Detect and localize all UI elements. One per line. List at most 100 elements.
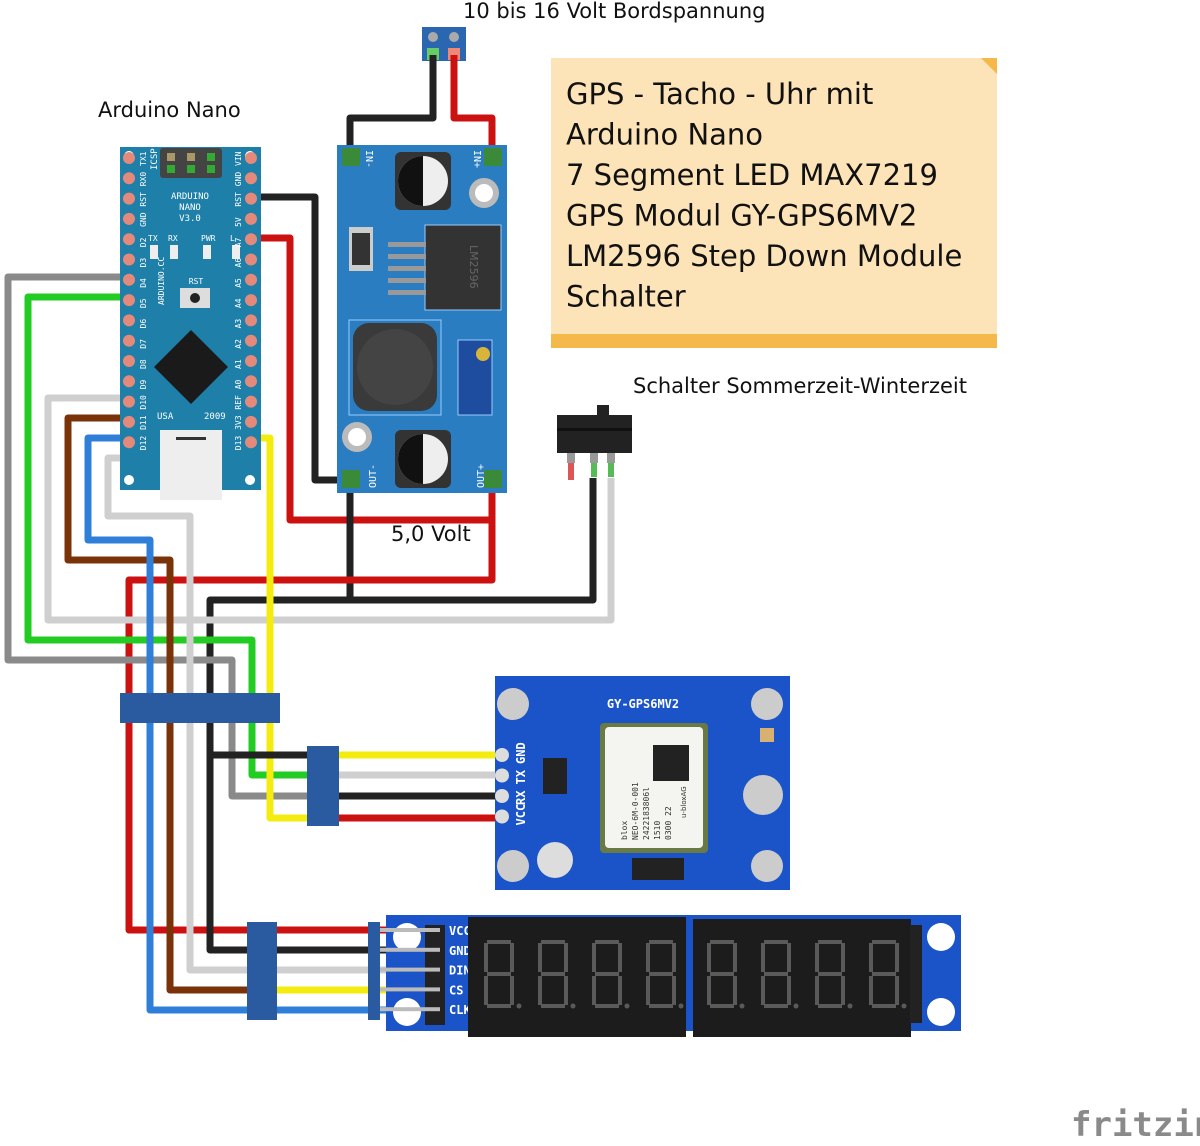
- in-minus-label: IN-: [363, 150, 374, 168]
- header-strip-gps: [307, 746, 339, 826]
- wire-black[interactable]: [251, 193, 350, 484]
- display-pin-label: VCC: [449, 924, 471, 938]
- pin-a0[interactable]: [245, 375, 257, 388]
- pin-label: D3: [139, 258, 148, 268]
- lm2596-regulator[interactable]: IN- IN+ OUT- OUT+ LM2596: [337, 145, 507, 493]
- lm2596-chip-label: LM2596: [467, 245, 480, 289]
- pin-tx1[interactable]: [123, 152, 135, 164]
- pin-label: D11: [139, 415, 148, 430]
- pin-label: A4: [234, 298, 243, 308]
- supply-voltage-label: 10 bis 16 Volt Bordspannung: [463, 0, 765, 23]
- seven-segment-digit: [707, 940, 745, 1009]
- pin-d6[interactable]: [123, 314, 135, 327]
- gps-pin-rx[interactable]: [495, 789, 509, 803]
- pin-3v3[interactable]: [245, 415, 257, 428]
- seven-segment-digit: [815, 940, 853, 1009]
- display-pin-vcc[interactable]: [380, 928, 440, 932]
- pin-a5[interactable]: [245, 273, 257, 286]
- pin-a4[interactable]: [245, 294, 257, 307]
- website-label: ARDUINO.CC: [157, 257, 166, 305]
- pin-a2[interactable]: [245, 334, 257, 347]
- pin-gnd[interactable]: [245, 172, 257, 185]
- pin-label: REF: [234, 395, 243, 410]
- wire-blue[interactable]: [84, 434, 408, 1014]
- pin-rx0[interactable]: [123, 172, 135, 185]
- pin-label: A2: [234, 339, 243, 349]
- wire-black[interactable]: [346, 55, 437, 157]
- arduino-label: Arduino Nano: [98, 98, 241, 122]
- led: [150, 245, 158, 259]
- gps-pin-label: GND: [514, 742, 528, 764]
- wire-white[interactable]: [104, 454, 408, 974]
- supply-terminal-block[interactable]: [422, 27, 466, 61]
- pin-rst[interactable]: [123, 192, 135, 205]
- display-pin-clk[interactable]: [380, 1007, 440, 1012]
- wire-gray[interactable]: [4, 273, 320, 800]
- pin-label: D8: [139, 359, 148, 369]
- display-pin-din[interactable]: [380, 967, 440, 972]
- pin-vin[interactable]: [245, 152, 257, 164]
- fritzing-logo: fritzing: [1071, 1105, 1200, 1145]
- gps-pin-vcc[interactable]: [495, 809, 509, 824]
- gps-brand: u-bloxAG: [680, 786, 688, 818]
- icsp-pin: [207, 153, 215, 161]
- in-plus-label: IN+: [471, 150, 482, 168]
- pin-d5[interactable]: [123, 294, 135, 307]
- pin-label: D7: [139, 339, 148, 349]
- wire-red[interactable]: [125, 520, 496, 934]
- wire-black[interactable]: [346, 478, 597, 604]
- pin-d4[interactable]: [123, 273, 135, 286]
- pin-label: D9: [139, 379, 148, 389]
- note-line: Schalter: [566, 280, 686, 314]
- note-line: GPS - Tacho - Uhr mit: [566, 77, 873, 111]
- pin-d7[interactable]: [123, 334, 135, 347]
- wire-white[interactable]: [44, 394, 615, 624]
- icsp-pin: [187, 165, 195, 173]
- gps-chip-line: blox: [620, 821, 629, 840]
- led-label: RX: [168, 234, 178, 243]
- pin-ref[interactable]: [245, 395, 257, 408]
- gps-pin-tx[interactable]: [495, 768, 509, 783]
- note-line: Arduino Nano: [566, 118, 763, 152]
- pin-d2[interactable]: [123, 233, 135, 246]
- slide-switch[interactable]: [557, 405, 632, 480]
- gps-chip-line: 0300 22: [664, 806, 673, 840]
- display-pin-cs[interactable]: [380, 987, 440, 992]
- pin-label: A3: [234, 319, 243, 329]
- wire-black[interactable]: [206, 596, 408, 954]
- wires: [4, 55, 615, 1014]
- gps-pin-gnd[interactable]: [495, 748, 509, 762]
- wire-red[interactable]: [450, 55, 496, 157]
- pin-label: D2: [139, 237, 148, 247]
- wire-red[interactable]: [251, 234, 496, 524]
- pin-d3[interactable]: [123, 253, 135, 266]
- wire-brown[interactable]: [64, 414, 260, 994]
- pin-d10[interactable]: [123, 395, 135, 408]
- header-strip-display-left: [247, 922, 277, 1020]
- pin-5v[interactable]: [245, 212, 257, 225]
- pin-a1[interactable]: [245, 355, 257, 367]
- wire-green[interactable]: [24, 293, 320, 779]
- pin-d8[interactable]: [123, 355, 135, 367]
- pin-d9[interactable]: [123, 375, 135, 388]
- pin-a6[interactable]: [245, 253, 257, 266]
- led-label: PWR: [201, 234, 216, 243]
- pin-label: A6: [234, 258, 243, 268]
- pin-d12[interactable]: [123, 436, 135, 449]
- icsp-pin: [207, 165, 215, 173]
- pin-a3[interactable]: [245, 314, 257, 327]
- pin-a7[interactable]: [245, 233, 257, 246]
- led-label: L: [230, 234, 235, 243]
- pin-rst[interactable]: [245, 192, 257, 205]
- pin-label: A5: [234, 278, 243, 288]
- pin-gnd[interactable]: [123, 212, 135, 225]
- display-pin-gnd[interactable]: [380, 947, 440, 952]
- pin-label: VIN: [234, 151, 243, 166]
- pin-d11[interactable]: [123, 415, 135, 428]
- pin-d13[interactable]: [245, 436, 257, 449]
